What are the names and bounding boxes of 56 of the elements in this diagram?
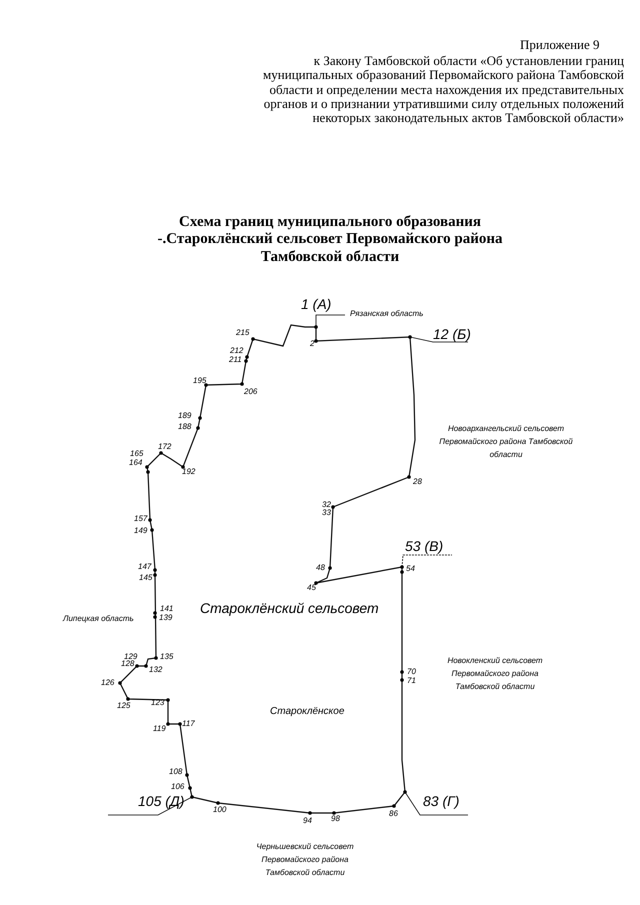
point-number: 147 bbox=[138, 563, 152, 572]
point-number: 32 bbox=[322, 501, 331, 509]
point-number: 86 bbox=[389, 810, 398, 819]
corner-point-label: 105 (Д) bbox=[138, 794, 184, 810]
map-title: Схема границ муниципального образования -.Староклёнский сельсовет Первомайского района Тамбовской области bbox=[156, 214, 504, 266]
point-number: 188 bbox=[178, 423, 192, 432]
point-number: 106 bbox=[171, 783, 184, 792]
point-number: 123 bbox=[151, 699, 164, 708]
point-number: 189 bbox=[178, 412, 192, 421]
point-number: 149 bbox=[134, 527, 148, 536]
point-number: 71 bbox=[407, 677, 416, 686]
corner-point-label: 53 (В) bbox=[405, 539, 444, 554]
point-number: 164 bbox=[129, 459, 142, 468]
appendix-heading: Приложение 9 bbox=[520, 38, 600, 52]
point-number: 129 bbox=[124, 653, 138, 661]
point-number: 132 bbox=[149, 666, 162, 675]
point-number: 172 bbox=[158, 443, 172, 452]
point-number: 145 bbox=[139, 574, 152, 583]
point-number: 195 bbox=[193, 377, 206, 386]
neighbor-label: Рязанская область bbox=[350, 310, 424, 319]
point-number: 108 bbox=[169, 768, 182, 777]
point-number: 135 bbox=[160, 653, 174, 662]
point-number: 48 bbox=[316, 564, 325, 573]
point-number: 100 bbox=[213, 806, 226, 815]
point-number: 2 bbox=[310, 340, 314, 349]
area-name: Староклёнский сельсовет bbox=[200, 601, 379, 616]
neighbor-label: Новоархангельский сельсовет Первомайского района Тамбовской области bbox=[438, 423, 574, 461]
point-number: 117 bbox=[182, 720, 195, 729]
appendix-text: к Закону Тамбовской области «Об установлении границ муниципальных образований Первомайского района Тамбовской области и определении места нахождения их представительных органов и о признании утратившими силу отдельных положений некоторых законодательных актов Тамбовской области» bbox=[262, 54, 624, 126]
corner-point-label: 1 (А) bbox=[301, 297, 332, 312]
neighbor-label: Черньшевский сельсовет Первомайского района Тамбовской области bbox=[255, 841, 355, 879]
point-number: 45 bbox=[307, 584, 316, 593]
point-number: 33 bbox=[322, 509, 331, 518]
point-number: 215 bbox=[236, 329, 250, 338]
point-number: 94 bbox=[303, 817, 312, 826]
corner-point-label: 12 (Б) bbox=[433, 327, 471, 342]
point-number: 141 bbox=[160, 605, 174, 614]
point-number: 211 bbox=[229, 356, 242, 365]
point-number: 126 bbox=[101, 679, 114, 688]
point-number: 212 bbox=[230, 347, 244, 356]
corner-point-label: 83 (Г) bbox=[423, 794, 460, 810]
point-number: 192 bbox=[182, 468, 196, 477]
point-number: 157 bbox=[134, 515, 148, 524]
point-number: 98 bbox=[331, 815, 340, 824]
point-number: 54 bbox=[406, 565, 415, 574]
settlement-name: Староклёнское bbox=[270, 706, 344, 717]
neighbor-label: Липецкая область bbox=[63, 615, 134, 624]
point-number: 125 bbox=[117, 702, 130, 711]
point-number: 128 bbox=[121, 660, 134, 669]
point-number: 206 bbox=[244, 388, 258, 397]
point-number: 139 bbox=[159, 614, 172, 623]
neighbor-label: Новокленский сельсовет Первомайского района Тамбовской области bbox=[446, 655, 544, 693]
point-number: 70 bbox=[407, 668, 416, 677]
point-number: 165 bbox=[130, 450, 144, 459]
point-number: 28 bbox=[413, 478, 422, 487]
point-number: 119 bbox=[153, 725, 166, 734]
